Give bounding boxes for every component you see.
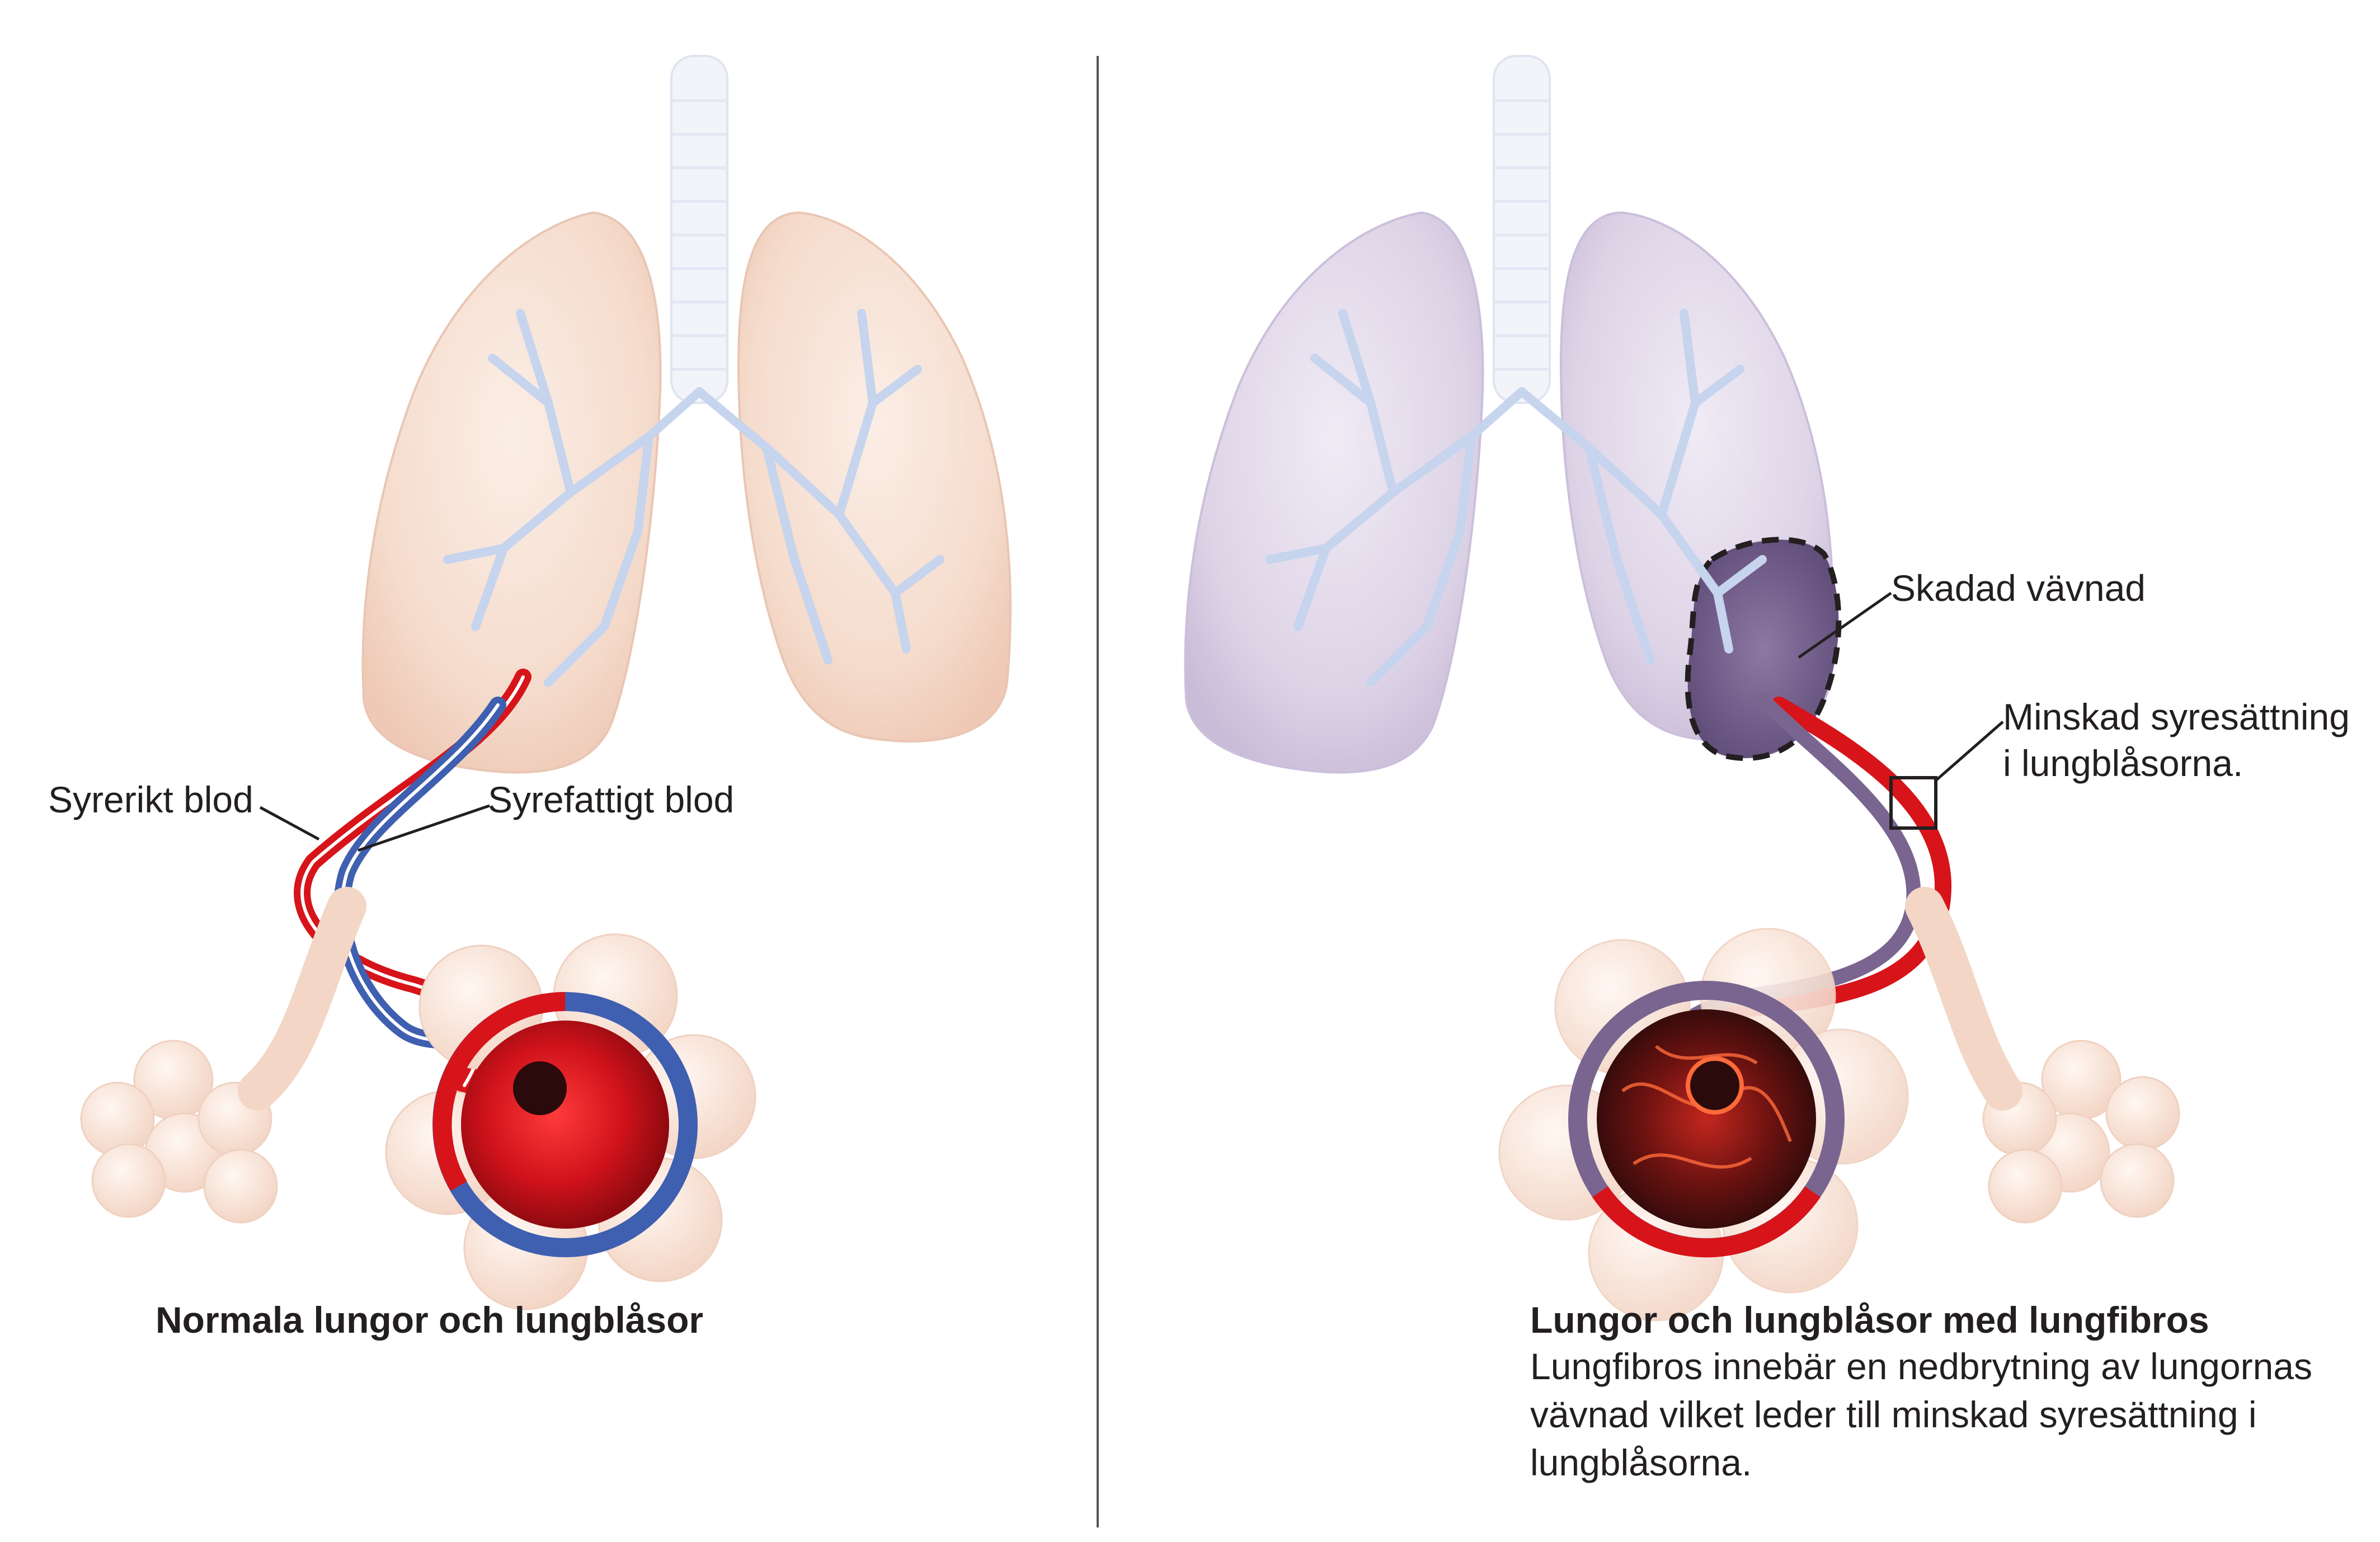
leader-oxygen-poor bbox=[358, 804, 490, 852]
fibrotic-lung-left bbox=[1184, 211, 1484, 774]
damaged-tissue-region bbox=[1685, 537, 1842, 761]
label-oxygen-poor-blood: Syrefattigt blod bbox=[488, 779, 735, 820]
bronchial-tree-fibrosis bbox=[1266, 309, 1767, 687]
leader-reduced-oxygenation bbox=[1935, 721, 2004, 782]
alveolus-cross-section-fibrosis bbox=[1568, 981, 1845, 1258]
healthy-lung-right bbox=[737, 211, 1012, 743]
trachea-fibrosis bbox=[1493, 55, 1551, 404]
caption-fibrosis-title: Lungor och lungblåsor med lungfibros bbox=[1530, 1299, 2209, 1341]
caption-line-3: lungblåsorna. bbox=[1530, 1441, 1752, 1483]
label-reduced-oxygenation: Minskad syresättning i lungblåsorna. bbox=[2003, 694, 2350, 786]
leader-oxygen-rich bbox=[259, 806, 320, 841]
alveolus-cross-section-normal bbox=[432, 992, 698, 1257]
caption-fibrosis-description: Lungfibros innebär en nedbrytning av lun… bbox=[1530, 1343, 2312, 1487]
caption-line-2: vävnad vilket leder till minskad syresät… bbox=[1530, 1393, 2257, 1435]
fibrotic-lungs-illustration bbox=[1184, 55, 2180, 1322]
bronchial-tree bbox=[443, 309, 944, 687]
leader-damaged-tissue bbox=[1798, 591, 1892, 659]
caption-line-1: Lungfibros innebär en nedbrytning av lun… bbox=[1530, 1346, 2312, 1387]
healthy-lung-left bbox=[361, 211, 662, 774]
normal-lungs-illustration bbox=[80, 55, 1012, 1310]
label-reduced-oxygenation-line1: Minskad syresättning bbox=[2003, 696, 2350, 737]
trachea bbox=[670, 55, 728, 404]
label-reduced-oxygenation-line2: i lungblåsorna. bbox=[2003, 742, 2243, 784]
alveoli-cluster-fibrosis-small bbox=[1905, 887, 2180, 1224]
alveoli-cluster-small bbox=[80, 887, 366, 1224]
label-oxygen-rich-blood: Syrerikt blod bbox=[48, 779, 253, 820]
caption-normal-lungs: Normala lungor och lungblåsor bbox=[156, 1299, 704, 1341]
oxygenation-marker-box bbox=[1889, 776, 1937, 830]
label-damaged-tissue: Skadad vävnad bbox=[1891, 567, 2146, 609]
